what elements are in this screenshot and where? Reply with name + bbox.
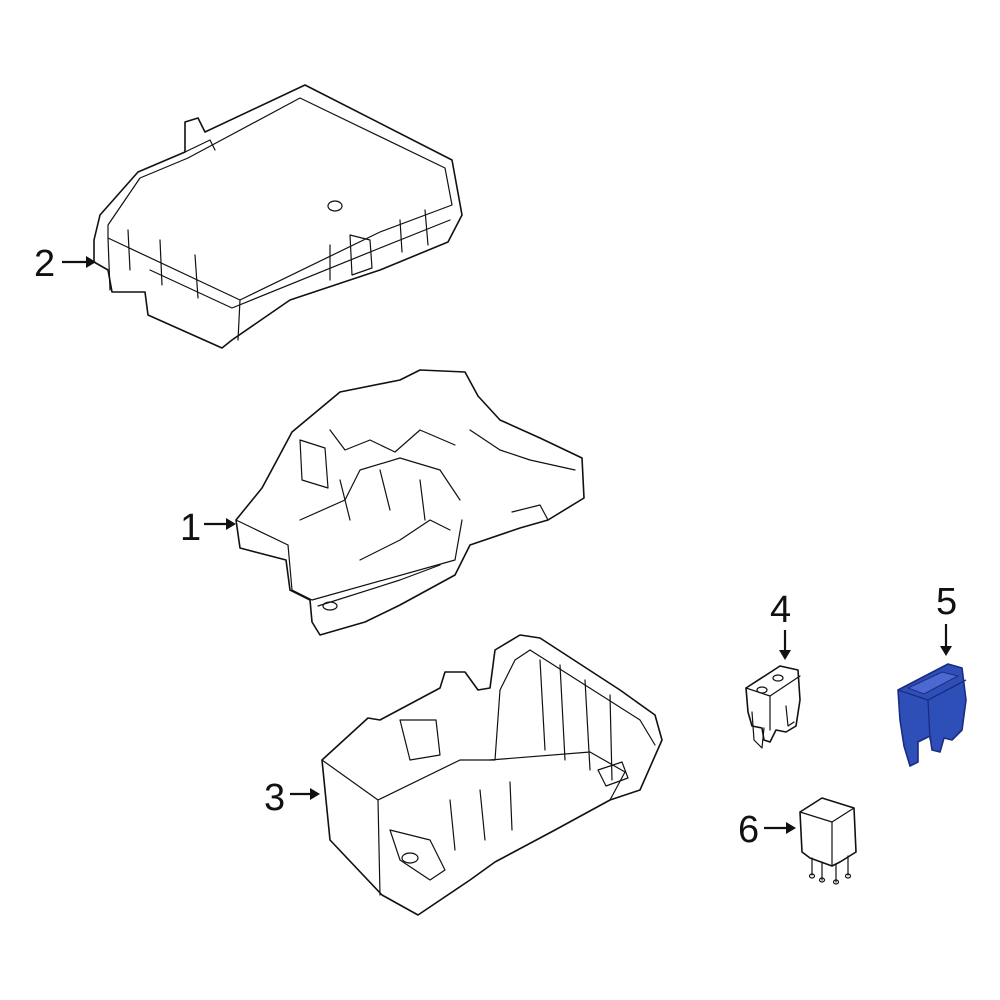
part-4-mini-fuse xyxy=(745,665,801,749)
callout-3: 3 xyxy=(264,777,320,819)
callout-2-label: 2 xyxy=(34,243,55,285)
callout-4: 4 xyxy=(770,589,791,660)
callout-5-label: 5 xyxy=(936,581,957,623)
callout-6-label: 6 xyxy=(738,809,759,851)
callout-3-label: 3 xyxy=(264,777,285,819)
part-2-cover xyxy=(93,84,463,349)
callout-2: 2 xyxy=(34,243,96,285)
callout-1-label: 1 xyxy=(180,507,201,549)
part-5-maxi-fuse xyxy=(897,663,967,767)
part-3-lower-housing xyxy=(321,634,663,916)
part-1-fuse-box-body xyxy=(235,369,585,636)
part-6-relay xyxy=(799,797,857,885)
callout-1: 1 xyxy=(180,507,236,549)
callout-4-label: 4 xyxy=(770,589,791,631)
callout-5: 5 xyxy=(936,581,957,656)
callout-6: 6 xyxy=(738,809,796,851)
